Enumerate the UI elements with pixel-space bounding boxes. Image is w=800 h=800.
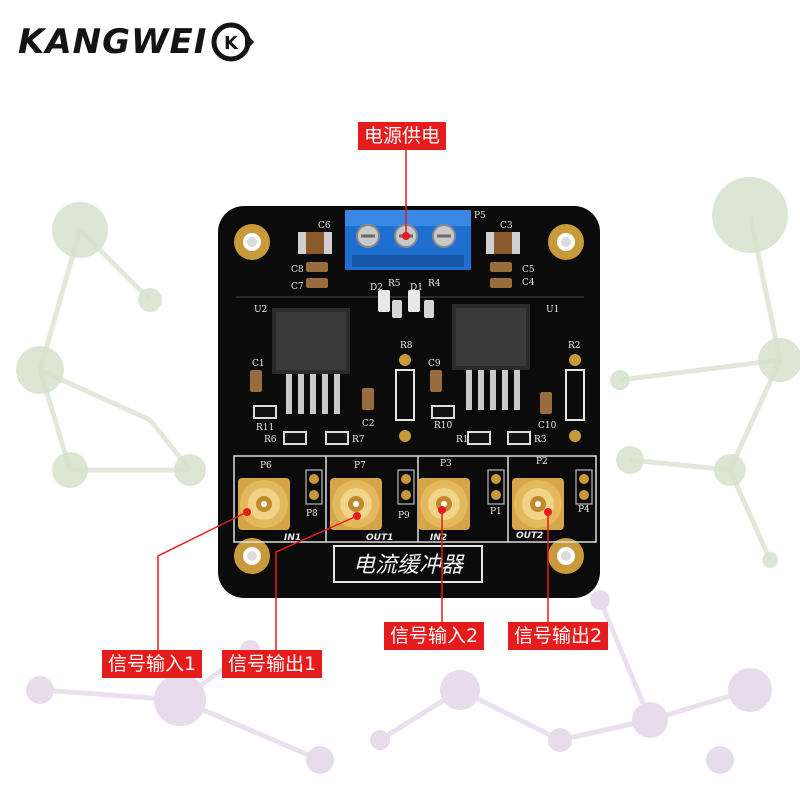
silk-c8: C8 bbox=[291, 265, 304, 275]
silk-p6: P6 bbox=[260, 461, 272, 471]
silk-c4: C4 bbox=[522, 278, 535, 288]
silk-r2: R2 bbox=[568, 341, 581, 351]
connector-outlines bbox=[233, 455, 597, 543]
silk-p8: P8 bbox=[306, 509, 318, 519]
silk-c9: C9 bbox=[428, 359, 441, 369]
silk-r6: R6 bbox=[264, 435, 277, 445]
label-signal-output-2: 信号输出2 bbox=[508, 622, 609, 650]
silk-c3: C3 bbox=[500, 221, 513, 231]
silk-r7: R7 bbox=[352, 435, 365, 445]
brand-mark-letter: K bbox=[224, 33, 239, 54]
silk-in2: IN2 bbox=[430, 533, 447, 543]
silk-in1: IN1 bbox=[284, 533, 301, 543]
silk-r11: R11 bbox=[256, 423, 274, 433]
silk-r3: R3 bbox=[534, 435, 547, 445]
sma-in1 bbox=[238, 478, 290, 530]
regulator-u2 bbox=[272, 308, 350, 414]
regulator-u1 bbox=[452, 304, 530, 410]
silk-r8: R8 bbox=[400, 341, 413, 351]
silk-r5: R5 bbox=[388, 279, 401, 289]
label-signal-input-2: 信号输入2 bbox=[384, 622, 485, 650]
silk-c6: C6 bbox=[318, 221, 331, 231]
silk-r1: R1 bbox=[456, 435, 469, 445]
resistor-pads bbox=[399, 354, 581, 442]
silk-p1: P1 bbox=[490, 507, 502, 517]
silkscreen-labels: C6 C8 C7 P5 C3 C5 C4 D2 R5 D1 R4 U2 U1 R… bbox=[252, 211, 590, 521]
pin-headers bbox=[305, 469, 593, 505]
silk-c7: C7 bbox=[291, 282, 304, 292]
silk-p2: P2 bbox=[536, 457, 548, 467]
silk-out2: OUT2 bbox=[516, 531, 543, 541]
silk-out1: OUT1 bbox=[366, 533, 393, 543]
smd-capacitors bbox=[250, 262, 552, 414]
sma-connectors bbox=[238, 478, 564, 530]
silk-p5: P5 bbox=[474, 211, 486, 221]
silk-p9: P9 bbox=[398, 511, 410, 521]
silk-c5: C5 bbox=[522, 265, 535, 275]
smd-resistors bbox=[253, 405, 531, 445]
silk-r4: R4 bbox=[428, 279, 441, 289]
silk-c1: C1 bbox=[252, 359, 265, 369]
label-signal-input-1: 信号输入1 bbox=[102, 650, 203, 678]
silk-c10: C10 bbox=[538, 421, 557, 431]
top-capacitors bbox=[298, 232, 520, 254]
silk-d1: D1 bbox=[410, 283, 423, 293]
label-signal-output-1: 信号输出1 bbox=[222, 650, 323, 678]
silk-p4: P4 bbox=[578, 505, 590, 515]
sma-out2 bbox=[512, 478, 564, 530]
sma-in2 bbox=[418, 478, 470, 530]
label-power-supply: 电源供电 bbox=[358, 122, 447, 150]
leds bbox=[378, 290, 434, 318]
board-title: 电流缓冲器 bbox=[353, 553, 465, 578]
brand-mark-icon: K bbox=[211, 22, 255, 62]
silk-u1: U1 bbox=[546, 305, 559, 315]
silk-d2: D2 bbox=[370, 283, 383, 293]
sma-out1 bbox=[330, 478, 382, 530]
silk-p3: P3 bbox=[440, 459, 452, 469]
brand-name: KANGWEI bbox=[18, 22, 208, 62]
power-terminal-block bbox=[345, 210, 471, 270]
brand-logo: KANGWEI K bbox=[18, 20, 255, 64]
silk-p7: P7 bbox=[354, 461, 366, 471]
silk-r10: R10 bbox=[434, 421, 453, 431]
silk-u2: U2 bbox=[254, 305, 267, 315]
resistor-outlines bbox=[395, 369, 585, 421]
silk-c2: C2 bbox=[362, 419, 375, 429]
